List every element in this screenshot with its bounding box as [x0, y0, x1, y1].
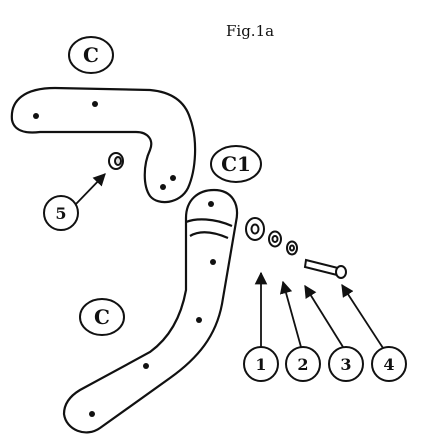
figure-title: Fig.1a	[226, 22, 274, 40]
washer-part-2	[268, 230, 282, 248]
callout-3: 3	[304, 284, 364, 382]
label-part-c-top-text: C	[83, 43, 99, 67]
label-part-c-bottom-text: C	[94, 305, 110, 329]
label-part-c1-text: C1	[221, 152, 251, 176]
lock-washer-part-3	[286, 240, 298, 256]
callout-1: 1	[243, 271, 279, 382]
callout-1-text: 1	[255, 355, 266, 374]
upper-bracket	[10, 86, 197, 204]
part-5-plug	[108, 152, 124, 170]
label-part-c1: C1	[210, 145, 262, 183]
callout-2-text: 2	[297, 355, 308, 374]
callout-4-text: 4	[383, 355, 394, 374]
label-part-c-bottom: C	[79, 298, 125, 336]
washer-part-1	[245, 217, 265, 241]
callout-2: 2	[279, 280, 321, 382]
callout-3-text: 3	[340, 355, 351, 374]
callout-5: 5	[43, 173, 106, 231]
label-part-c-top: C	[68, 36, 114, 74]
callout-5-text: 5	[55, 204, 66, 223]
callout-4: 4	[341, 283, 407, 382]
bolt-part-4	[303, 258, 347, 279]
lower-bracket	[62, 188, 239, 434]
